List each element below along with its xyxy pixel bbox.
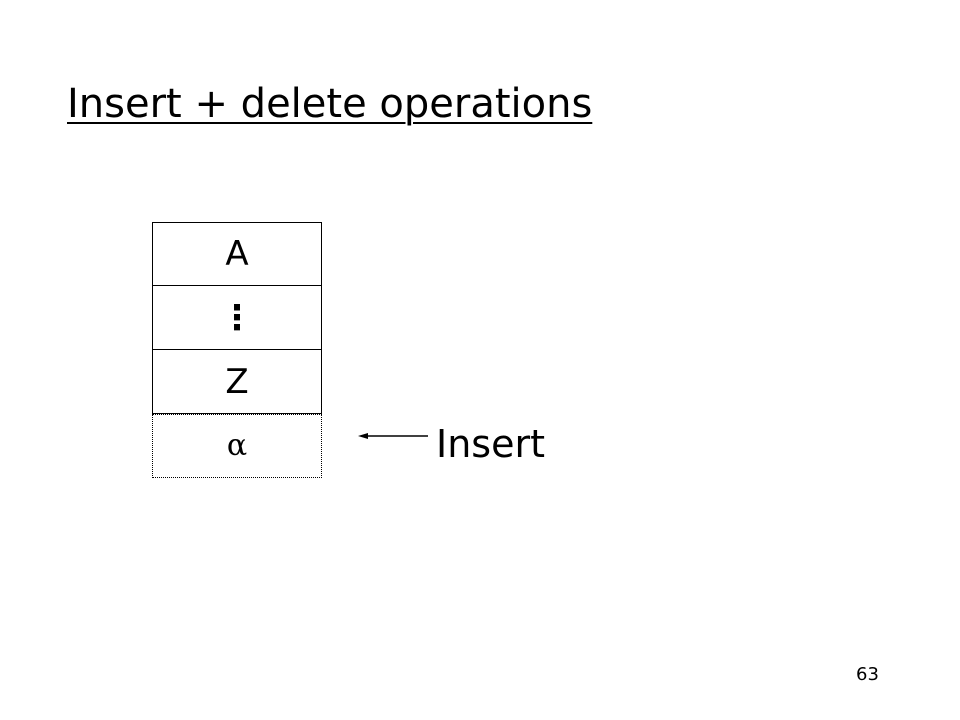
page-number: 63 — [856, 664, 879, 685]
stack-cell-label: Z — [225, 361, 249, 402]
arrow-left-icon — [358, 433, 428, 439]
stack-cell-top: A — [152, 222, 322, 286]
vertical-ellipsis-icon: ⋮ — [220, 297, 254, 338]
insert-label: Insert — [436, 422, 545, 466]
stack-cell-label: A — [225, 234, 249, 274]
slide-title: Insert + delete operations — [67, 81, 593, 127]
stack-cell-inserted: α — [152, 414, 322, 478]
stack-diagram: A ⋮ Z α — [152, 222, 322, 478]
stack-cell-label: α — [226, 428, 248, 463]
stack-cell-ellipsis: ⋮ — [152, 286, 322, 350]
stack-cell-bottom: Z — [152, 350, 322, 414]
